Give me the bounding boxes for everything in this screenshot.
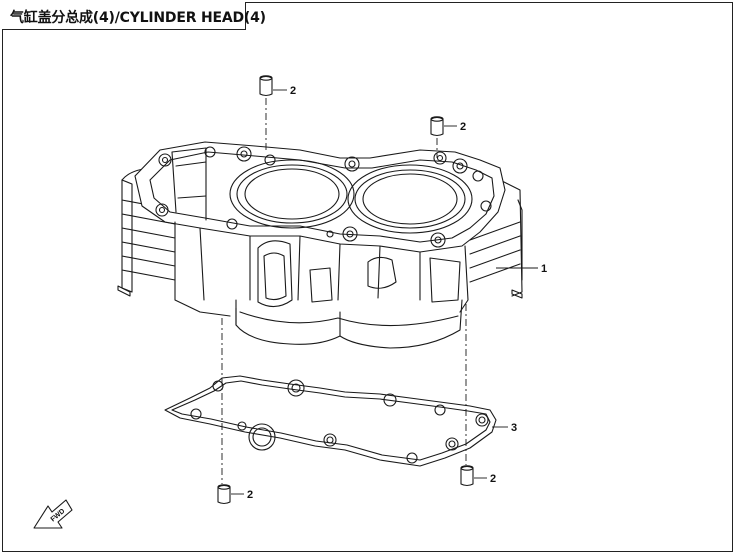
alignment-lines [221, 98, 467, 484]
callout-gasket: 3 [511, 422, 517, 434]
dowel-pin-bottom-left [217, 484, 231, 505]
callout-dowel-top-left: 2 [290, 85, 296, 97]
dowel-pin-bottom-right [460, 465, 474, 487]
head-gasket [164, 375, 497, 467]
title-box: 气缸盖分总成(4)/CYLINDER HEAD(4) [2, 2, 266, 30]
leader-lines [231, 89, 538, 495]
callout-cylinder-head: 1 [541, 263, 547, 275]
cylinder-head [117, 141, 523, 349]
callout-dowel-bottom-left: 2 [247, 489, 253, 501]
forward-arrow-icon: FWD [33, 499, 73, 529]
dowel-pin-top-left [259, 75, 273, 97]
dowel-pin-top-right [430, 116, 444, 137]
diagram-title: 气缸盖分总成(4)/CYLINDER HEAD(4) [10, 10, 266, 26]
callout-dowel-top-right: 2 [460, 121, 466, 133]
callout-dowel-bottom-right: 2 [490, 473, 496, 485]
